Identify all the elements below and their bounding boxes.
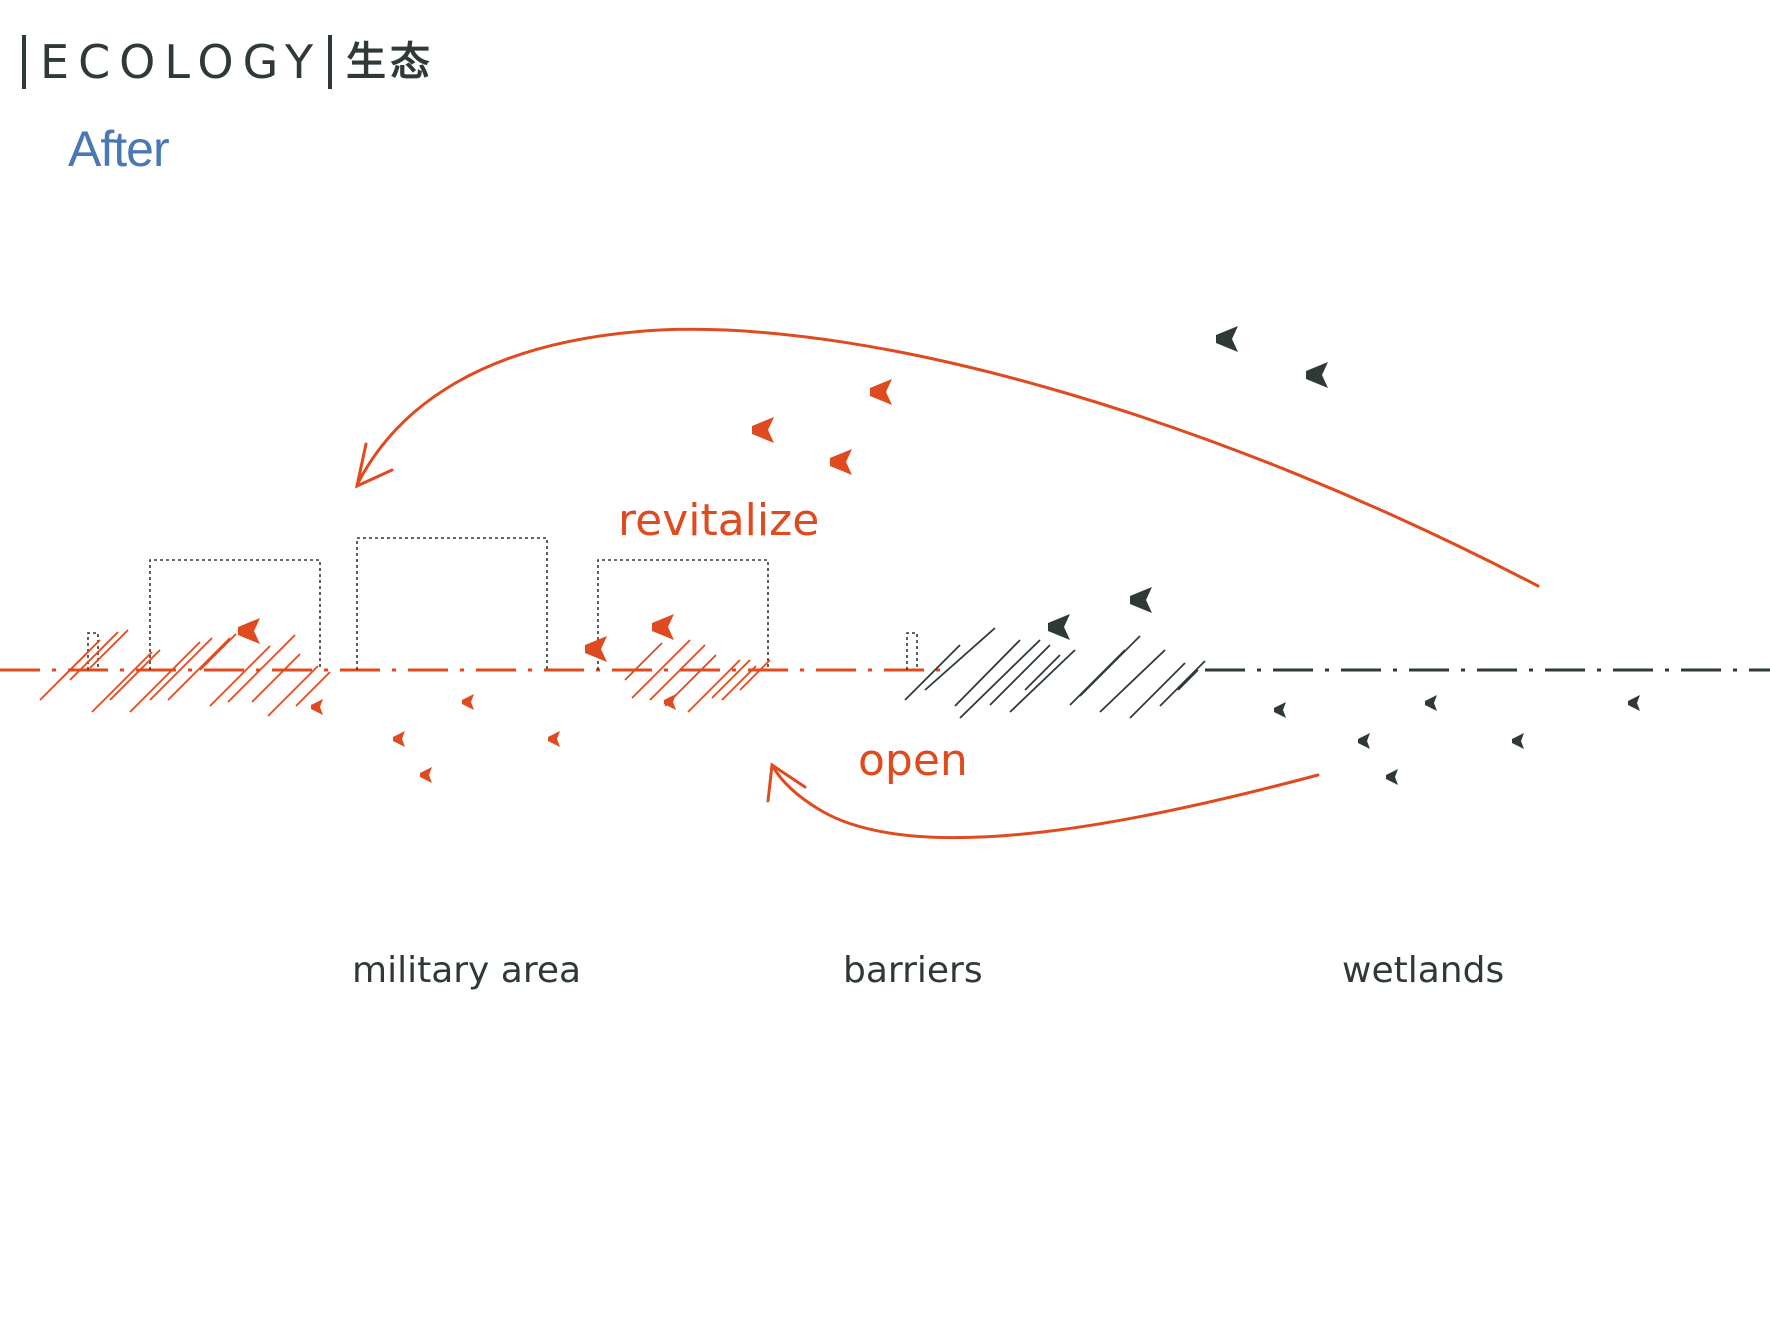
bird-dark-1 bbox=[1216, 326, 1238, 352]
vegetation-hatch-barriers bbox=[904, 627, 1206, 719]
bird-dark-small-3 bbox=[1628, 695, 1640, 711]
bird-dark-small-4 bbox=[1358, 733, 1370, 749]
birds-dark bbox=[1048, 326, 1640, 785]
bird-orange-3 bbox=[830, 449, 852, 475]
bird-dark-2 bbox=[1306, 362, 1328, 388]
page-title: ECOLOGY bbox=[40, 35, 323, 89]
birds-orange bbox=[238, 379, 892, 783]
bird-orange-4 bbox=[238, 618, 260, 644]
arrow-open bbox=[770, 763, 1320, 840]
bird-orange-1 bbox=[870, 379, 892, 405]
bird-orange-small-1 bbox=[311, 699, 323, 715]
page-subtitle: After bbox=[68, 121, 170, 177]
page-title-chinese: 生态 bbox=[346, 38, 435, 85]
building-outline-1 bbox=[149, 559, 321, 670]
arrowhead-open bbox=[766, 762, 807, 803]
bird-orange-6 bbox=[585, 636, 607, 662]
bird-orange-5 bbox=[652, 614, 674, 640]
bird-orange-small-5 bbox=[548, 731, 560, 747]
bird-dark-small-1 bbox=[1274, 702, 1286, 718]
zone-label-barriers: barriers bbox=[843, 950, 983, 991]
annotation-revitalize: revitalize bbox=[618, 495, 819, 546]
title-bar-right bbox=[328, 35, 333, 89]
building-outline-3 bbox=[597, 559, 769, 670]
bird-orange-2 bbox=[752, 417, 774, 443]
bird-dark-small-6 bbox=[1386, 769, 1398, 785]
title-bar-left bbox=[22, 35, 26, 89]
bird-orange-small-3 bbox=[664, 694, 676, 710]
bird-dark-3 bbox=[1130, 587, 1152, 613]
annotation-open: open bbox=[858, 735, 968, 786]
arrow-revitalize bbox=[355, 327, 1540, 588]
bird-dark-small-2 bbox=[1425, 695, 1437, 711]
page-header: ECOLOGY 生态 bbox=[22, 32, 434, 92]
bird-orange-small-4 bbox=[393, 731, 405, 747]
building-outlines bbox=[87, 537, 918, 670]
arrowhead-revitalize bbox=[354, 442, 394, 489]
flow-arrows bbox=[354, 327, 1540, 840]
bird-orange-small-2 bbox=[462, 694, 474, 710]
zone-label-wetlands: wetlands bbox=[1342, 950, 1504, 991]
post-outline-2 bbox=[906, 632, 918, 670]
building-outline-2 bbox=[356, 537, 548, 670]
zone-label-military: military area bbox=[352, 950, 581, 991]
bird-dark-4 bbox=[1048, 614, 1070, 640]
vegetation-hatch-military bbox=[39, 629, 771, 717]
bird-orange-small-6 bbox=[420, 767, 432, 783]
bird-dark-small-5 bbox=[1512, 733, 1524, 749]
